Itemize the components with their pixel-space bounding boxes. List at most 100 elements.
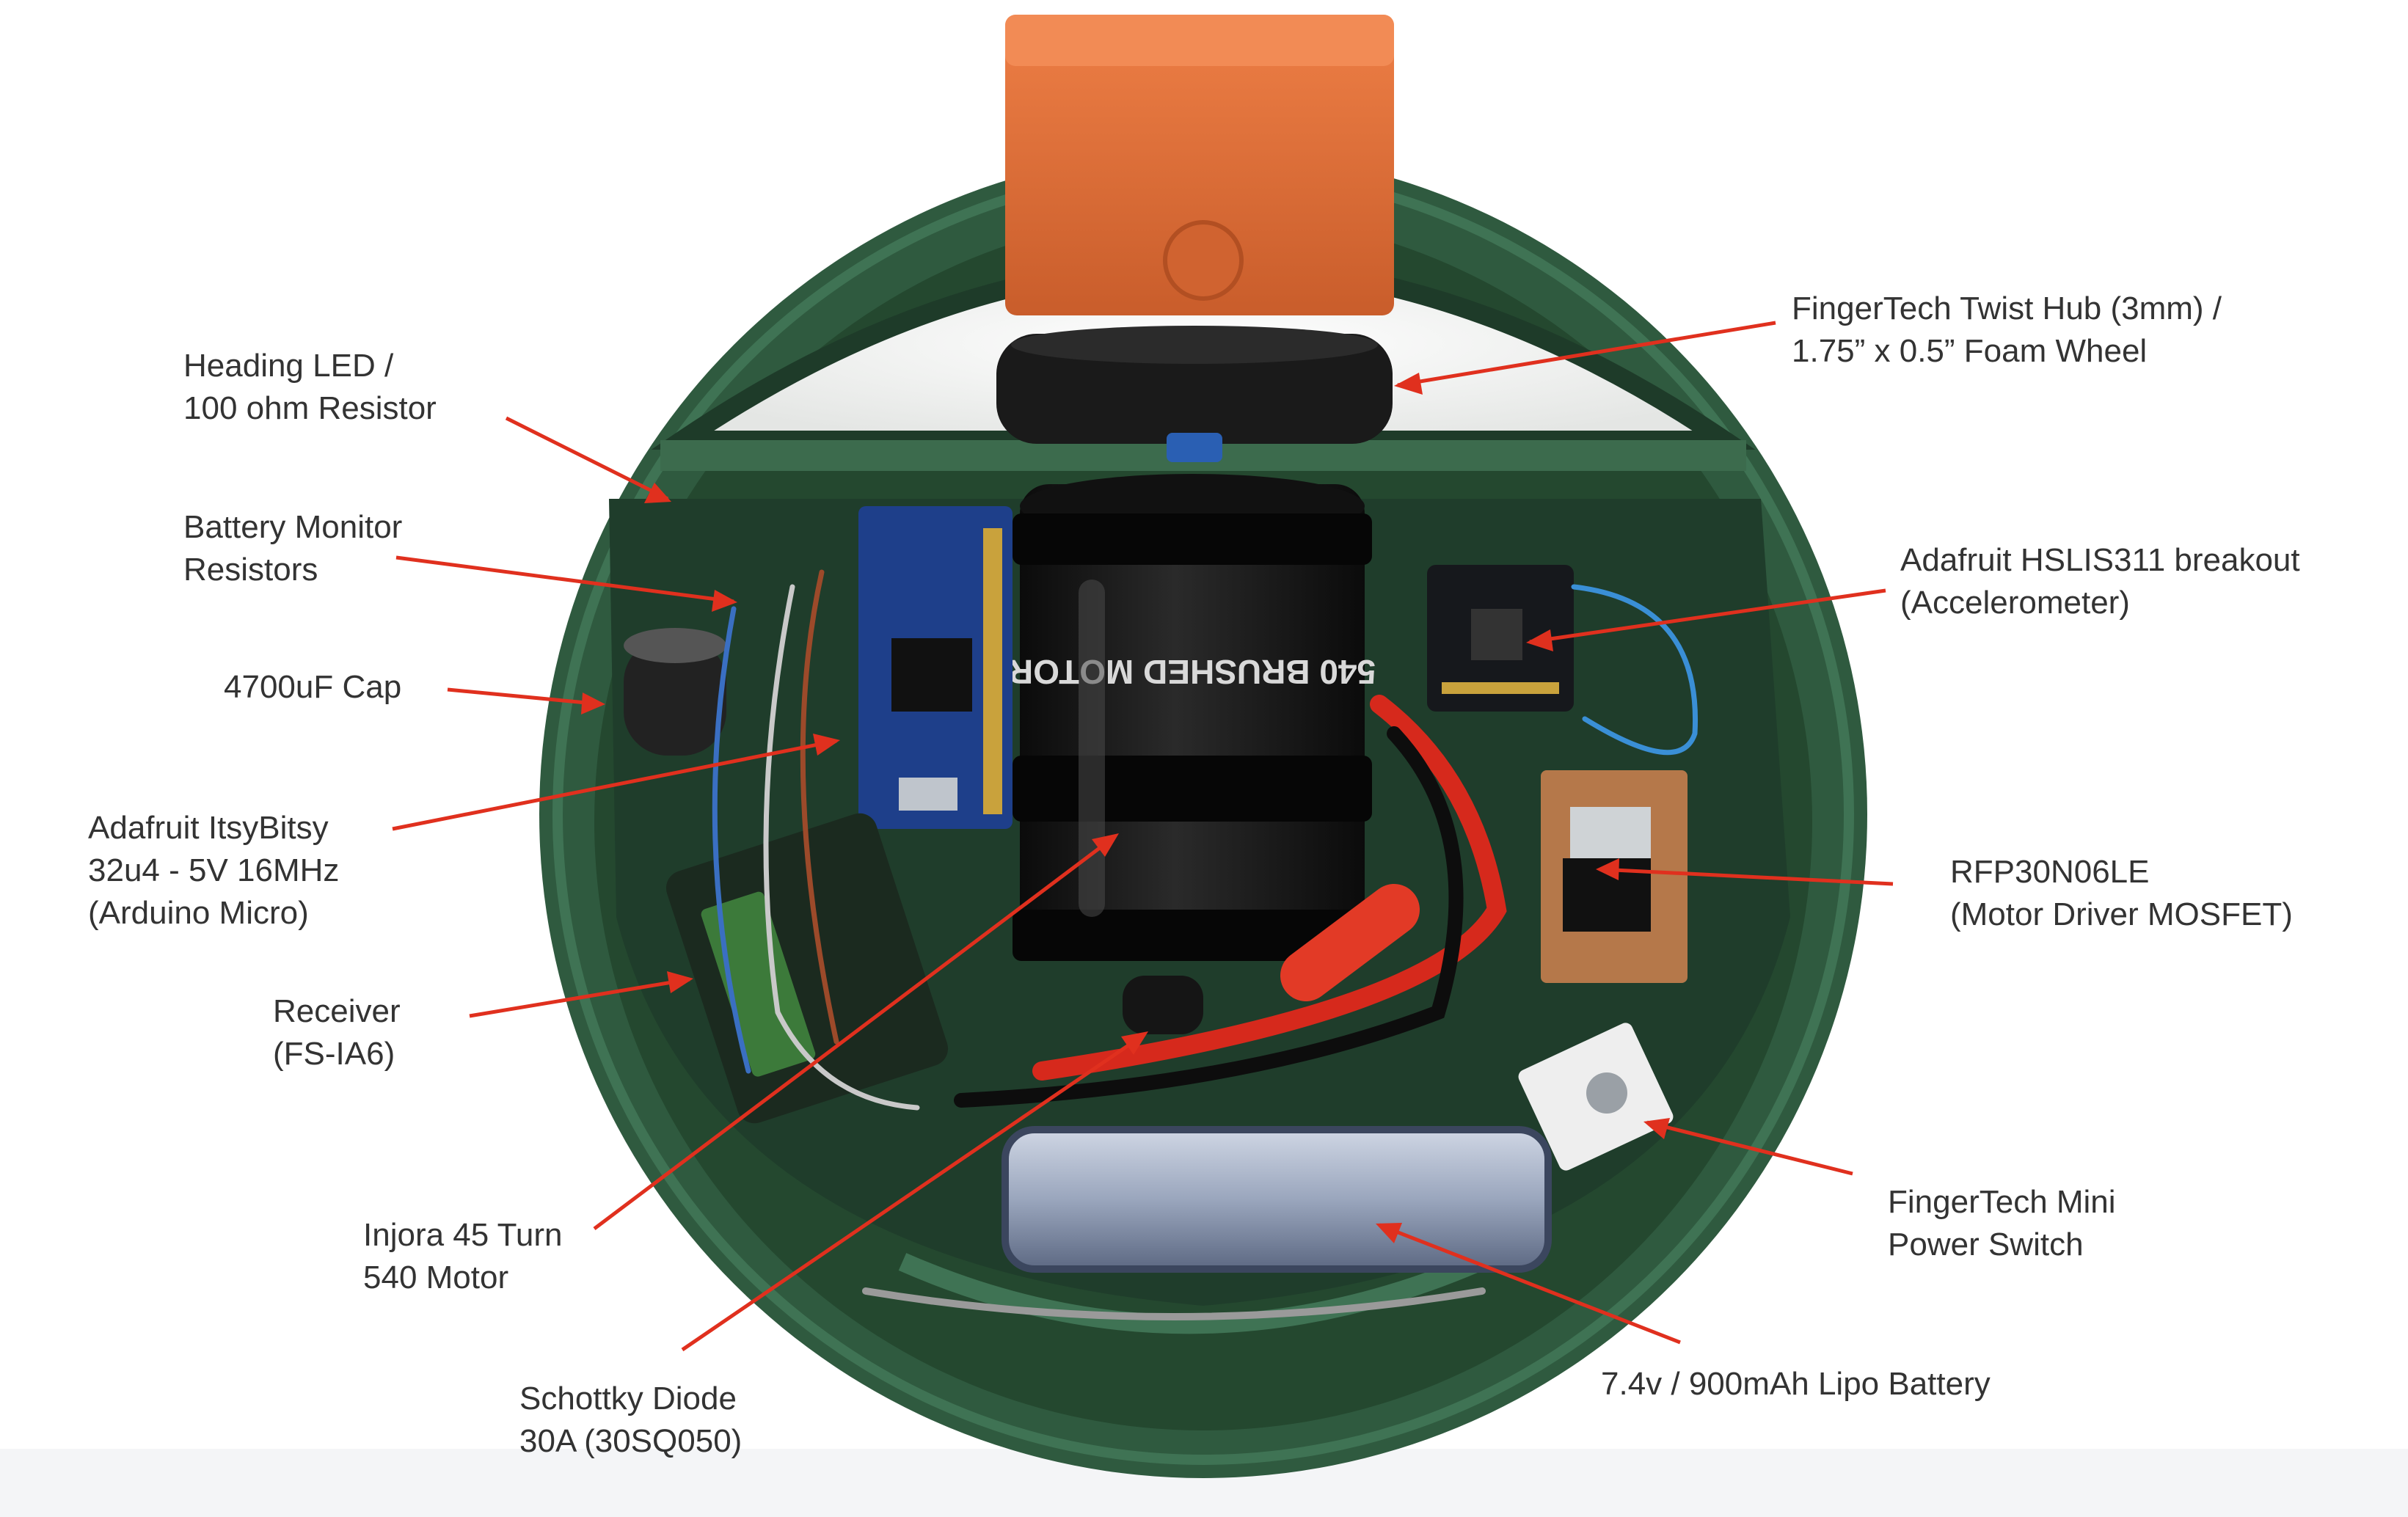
- label-heading-led: Heading LED / 100 ohm Resistor: [183, 345, 437, 430]
- arm-top-face: [1005, 15, 1394, 66]
- arrowhead-heading-led: [644, 483, 671, 503]
- label-line: Adafruit HSLIS311 breakout: [1900, 542, 2300, 578]
- wiring: [712, 569, 1699, 1320]
- label-power-switch: FingerTech Mini Power Switch: [1888, 1181, 2116, 1266]
- arrow-battery-monitor: [395, 555, 734, 604]
- itsybitsy-usb: [899, 778, 957, 811]
- arrowhead-power-switch: [1643, 1118, 1670, 1139]
- wheel-edge: [1011, 326, 1378, 364]
- label-line: Battery Monitor: [183, 509, 403, 545]
- label-line: 7.4v / 900mAh Lipo Battery: [1601, 1366, 1991, 1402]
- label-itsybitsy: Adafruit ItsyBitsy 32u4 - 5V 16MHz (Ardu…: [88, 807, 339, 935]
- label-battery-monitor: Battery Monitor Resistors: [183, 506, 402, 591]
- label-mosfet: RFP30N06LE (Motor Driver MOSFET): [1950, 851, 2293, 936]
- accel-wire: [1571, 584, 1699, 756]
- motor-gloss: [1079, 580, 1105, 917]
- label-line: 100 ohm Resistor: [183, 390, 437, 426]
- arm-bolt: [1163, 220, 1244, 301]
- arrow-accelerometer: [1529, 588, 1886, 644]
- motor-band-bottom: [1013, 910, 1372, 961]
- red-power-wire: [1032, 695, 1507, 1081]
- red-connector: [1280, 884, 1420, 1001]
- arrow-mosfet: [1599, 867, 1894, 886]
- arrowhead-battery-monitor: [712, 590, 737, 612]
- capacitor: [624, 628, 726, 756]
- label-line: Resistors: [183, 552, 318, 588]
- label-line: 540 Motor: [363, 1260, 509, 1295]
- orange-arm: [1005, 15, 1394, 315]
- label-line: 1.75” x 0.5” Foam Wheel: [1792, 333, 2148, 369]
- arrow-twist-hub: [1397, 321, 1776, 387]
- arrowhead-motor: [1092, 833, 1119, 857]
- shell-lower-lip: [898, 1238, 1516, 1334]
- accelerometer-pins: [1442, 682, 1559, 694]
- power-switch: [1518, 1023, 1674, 1171]
- wheel-body: [996, 334, 1393, 444]
- signal-wire-1: [763, 584, 920, 1111]
- label-line: 30A (30SQ050): [519, 1423, 743, 1459]
- label-line: Receiver: [273, 993, 401, 1029]
- lower-wire: [862, 1287, 1486, 1320]
- label-battery: 7.4v / 900mAh Lipo Battery: [1601, 1363, 1991, 1405]
- label-line: (Arduino Micro): [88, 895, 309, 931]
- label-twist-hub: FingerTech Twist Hub (3mm) / 1.75” x 0.5…: [1792, 288, 2222, 373]
- signal-wire-2: [800, 569, 839, 1045]
- callout-arrows: [392, 321, 1894, 1352]
- black-power-wire: [954, 726, 1464, 1108]
- arm-body: [1005, 15, 1394, 315]
- label-accelerometer: Adafruit HSLIS311 breakout (Acceleromete…: [1900, 539, 2300, 624]
- arrow-motor: [593, 835, 1117, 1230]
- arrowhead-receiver: [667, 971, 693, 993]
- foam-wheel: [996, 326, 1393, 462]
- label-line: Injora 45 Turn: [363, 1217, 563, 1253]
- arrow-cap: [447, 687, 602, 706]
- capacitor-top: [624, 628, 726, 663]
- label-cap: 4700uF Cap: [224, 666, 401, 709]
- motor-band-top: [1013, 513, 1372, 565]
- arrowhead-diode: [1121, 1031, 1148, 1055]
- label-line: (Motor Driver MOSFET): [1950, 896, 2293, 932]
- accelerometer-board: [1427, 565, 1574, 712]
- accelerometer-chip: [1471, 609, 1522, 660]
- schottky-diode: [1123, 976, 1203, 1034]
- arrowhead-battery: [1376, 1223, 1402, 1243]
- lipo-battery: [1001, 1126, 1552, 1273]
- arrowhead-cap: [581, 692, 605, 714]
- label-line: RFP30N06LE: [1950, 854, 2150, 890]
- label-line: (Accelerometer): [1900, 585, 2130, 621]
- arrow-receiver: [469, 977, 690, 1018]
- itsybitsy-chip: [891, 638, 972, 712]
- switch-screw: [1586, 1072, 1627, 1114]
- label-line: Power Switch: [1888, 1227, 2084, 1262]
- twist-hub: [1167, 433, 1222, 462]
- arrow-battery: [1379, 1223, 1681, 1345]
- arrowhead-mosfet: [1596, 858, 1619, 880]
- arrow-power-switch: [1646, 1120, 1853, 1176]
- itsybitsy-header: [983, 528, 1002, 814]
- label-line: Adafruit ItsyBitsy: [88, 810, 329, 846]
- motor-band-mid: [1013, 756, 1372, 822]
- motor: 540 BRUSHED MOTOR: [1009, 474, 1376, 961]
- mosfet-tab: [1570, 807, 1651, 866]
- label-line: 32u4 - 5V 16MHz: [88, 852, 340, 888]
- label-line: 4700uF Cap: [224, 669, 402, 705]
- arrow-itsybitsy: [392, 739, 837, 831]
- motor-printed-text: 540 BRUSHED MOTOR: [1009, 653, 1376, 691]
- arrowhead-itsybitsy: [813, 734, 840, 756]
- label-receiver: Receiver (FS-IA6): [273, 990, 401, 1075]
- arrow-diode: [681, 1032, 1146, 1352]
- label-line: FingerTech Twist Hub (3mm) /: [1792, 290, 2222, 326]
- itsybitsy-board: [858, 506, 1013, 829]
- label-line: FingerTech Mini: [1888, 1184, 2116, 1220]
- label-line: Schottky Diode: [519, 1381, 737, 1417]
- arrow-heading-led: [505, 416, 669, 501]
- label-motor: Injora 45 Turn 540 Motor: [363, 1214, 563, 1299]
- battery-body: [1005, 1130, 1548, 1269]
- arrowhead-accelerometer: [1526, 629, 1553, 651]
- signal-wire-3: [712, 606, 751, 1074]
- battery-edge: [1001, 1126, 1552, 1273]
- receiver-body: [665, 813, 949, 1124]
- capacitor-body: [624, 638, 726, 756]
